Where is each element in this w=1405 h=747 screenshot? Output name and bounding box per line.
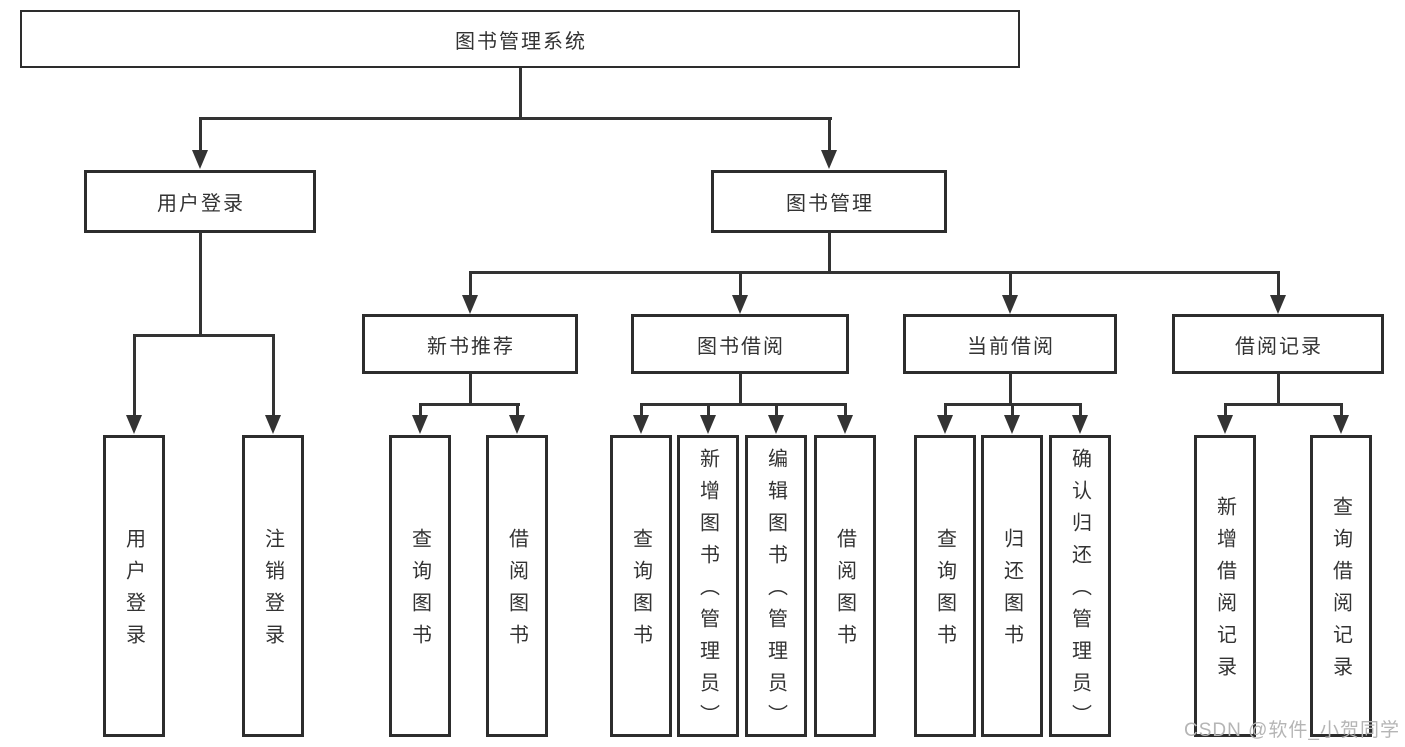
node-borrow-records: 借阅记录 — [1172, 314, 1384, 374]
arrow-down-icon — [700, 415, 716, 434]
node-book-management: 图书管理 — [711, 170, 947, 233]
node-label: 当前借阅 — [967, 335, 1055, 358]
arrow-down-icon — [821, 150, 837, 169]
arrow-down-icon — [1333, 415, 1349, 434]
arrow-down-icon — [633, 415, 649, 434]
connector-line-v — [775, 403, 778, 416]
arrow-down-icon — [837, 415, 853, 434]
node-label: 确认归还（管理员） — [1068, 448, 1091, 736]
arrow-down-icon — [1002, 295, 1018, 314]
connector-line-v — [1079, 403, 1082, 416]
node-label: 查询图书 — [629, 528, 652, 656]
arrow-down-icon — [462, 295, 478, 314]
node-label: 归还图书 — [1000, 528, 1023, 656]
node-label: 新增图书（管理员） — [696, 448, 719, 736]
node-current-borrow: 当前借阅 — [903, 314, 1117, 374]
leaf-query-books-recommend: 查询图书 — [389, 435, 451, 737]
connector-line-v — [828, 117, 831, 151]
connector-line-v — [640, 403, 643, 416]
arrow-down-icon — [412, 415, 428, 434]
connector-line-h — [1224, 403, 1343, 406]
leaf-confirm-return-admin: 确认归还（管理员） — [1049, 435, 1111, 737]
node-root: 图书管理系统 — [20, 10, 1020, 68]
node-label: 借阅图书 — [505, 528, 528, 656]
arrow-down-icon — [732, 295, 748, 314]
connector-line-v — [469, 271, 472, 297]
node-label: 图书借阅 — [697, 335, 785, 358]
connector-line-v — [1009, 271, 1012, 297]
connector-line-v — [519, 68, 522, 118]
node-label: 查询图书 — [408, 528, 431, 656]
leaf-add-book-admin: 新增图书（管理员） — [677, 435, 739, 737]
connector-line-v — [133, 334, 136, 416]
arrow-down-icon — [937, 415, 953, 434]
arrow-down-icon — [1072, 415, 1088, 434]
arrow-down-icon — [1270, 295, 1286, 314]
leaf-logout: 注销登录 — [242, 435, 304, 737]
connector-line-v — [828, 232, 831, 273]
connector-line-v — [199, 117, 202, 151]
connector-line-h — [469, 271, 1280, 274]
connector-line-v — [739, 373, 742, 405]
arrow-down-icon — [265, 415, 281, 434]
arrow-down-icon — [768, 415, 784, 434]
node-label: 图书管理系统 — [455, 30, 587, 53]
node-label: 借阅记录 — [1235, 335, 1323, 358]
connector-line-v — [419, 403, 422, 416]
arrow-down-icon — [1004, 415, 1020, 434]
connector-line-h — [133, 334, 275, 337]
node-label: 查询借阅记录 — [1329, 496, 1352, 688]
connector-line-v — [1277, 271, 1280, 297]
leaf-borrow-books-borrow: 借阅图书 — [814, 435, 876, 737]
connector-line-v — [469, 373, 472, 405]
leaf-query-borrow-record: 查询借阅记录 — [1310, 435, 1372, 737]
connector-line-v — [1340, 403, 1343, 416]
leaf-borrow-books-recommend: 借阅图书 — [486, 435, 548, 737]
leaf-add-borrow-record: 新增借阅记录 — [1194, 435, 1256, 737]
node-label: 用户登录 — [157, 193, 245, 215]
node-label: 图书管理 — [786, 193, 874, 215]
arrow-down-icon — [509, 415, 525, 434]
leaf-edit-book-admin: 编辑图书（管理员） — [745, 435, 807, 737]
leaf-query-books-current: 查询图书 — [914, 435, 976, 737]
leaf-return-books: 归还图书 — [981, 435, 1043, 737]
node-user-login: 用户登录 — [84, 170, 316, 233]
connector-line-v — [1011, 403, 1014, 416]
connector-line-v — [739, 271, 742, 297]
arrow-down-icon — [192, 150, 208, 169]
arrow-down-icon — [126, 415, 142, 434]
connector-line-v — [707, 403, 710, 416]
connector-line-v — [1224, 403, 1227, 416]
node-label: 借阅图书 — [833, 528, 856, 656]
connector-line-v — [1009, 373, 1012, 405]
connector-line-v — [1277, 373, 1280, 405]
arrow-down-icon — [1217, 415, 1233, 434]
node-label: 用户登录 — [122, 528, 145, 656]
node-label: 编辑图书（管理员） — [764, 448, 787, 736]
connector-line-v — [272, 334, 275, 416]
leaf-query-books-borrow: 查询图书 — [610, 435, 672, 737]
connector-line-h — [419, 403, 520, 406]
connector-line-v — [844, 403, 847, 416]
node-new-book-recommend: 新书推荐 — [362, 314, 578, 374]
connector-line-v — [199, 232, 202, 337]
connector-line-h — [199, 117, 832, 120]
leaf-user-login: 用户登录 — [103, 435, 165, 737]
node-label: 查询图书 — [933, 528, 956, 656]
node-label: 注销登录 — [261, 528, 284, 656]
csdn-watermark: CSDN @软件_小贺同学 — [1184, 720, 1400, 741]
connector-line-v — [944, 403, 947, 416]
connector-line-v — [516, 403, 519, 416]
node-label: 新增借阅记录 — [1213, 496, 1236, 688]
node-book-borrow: 图书借阅 — [631, 314, 849, 374]
node-label: 新书推荐 — [427, 335, 515, 358]
connector-line-h — [640, 403, 847, 406]
